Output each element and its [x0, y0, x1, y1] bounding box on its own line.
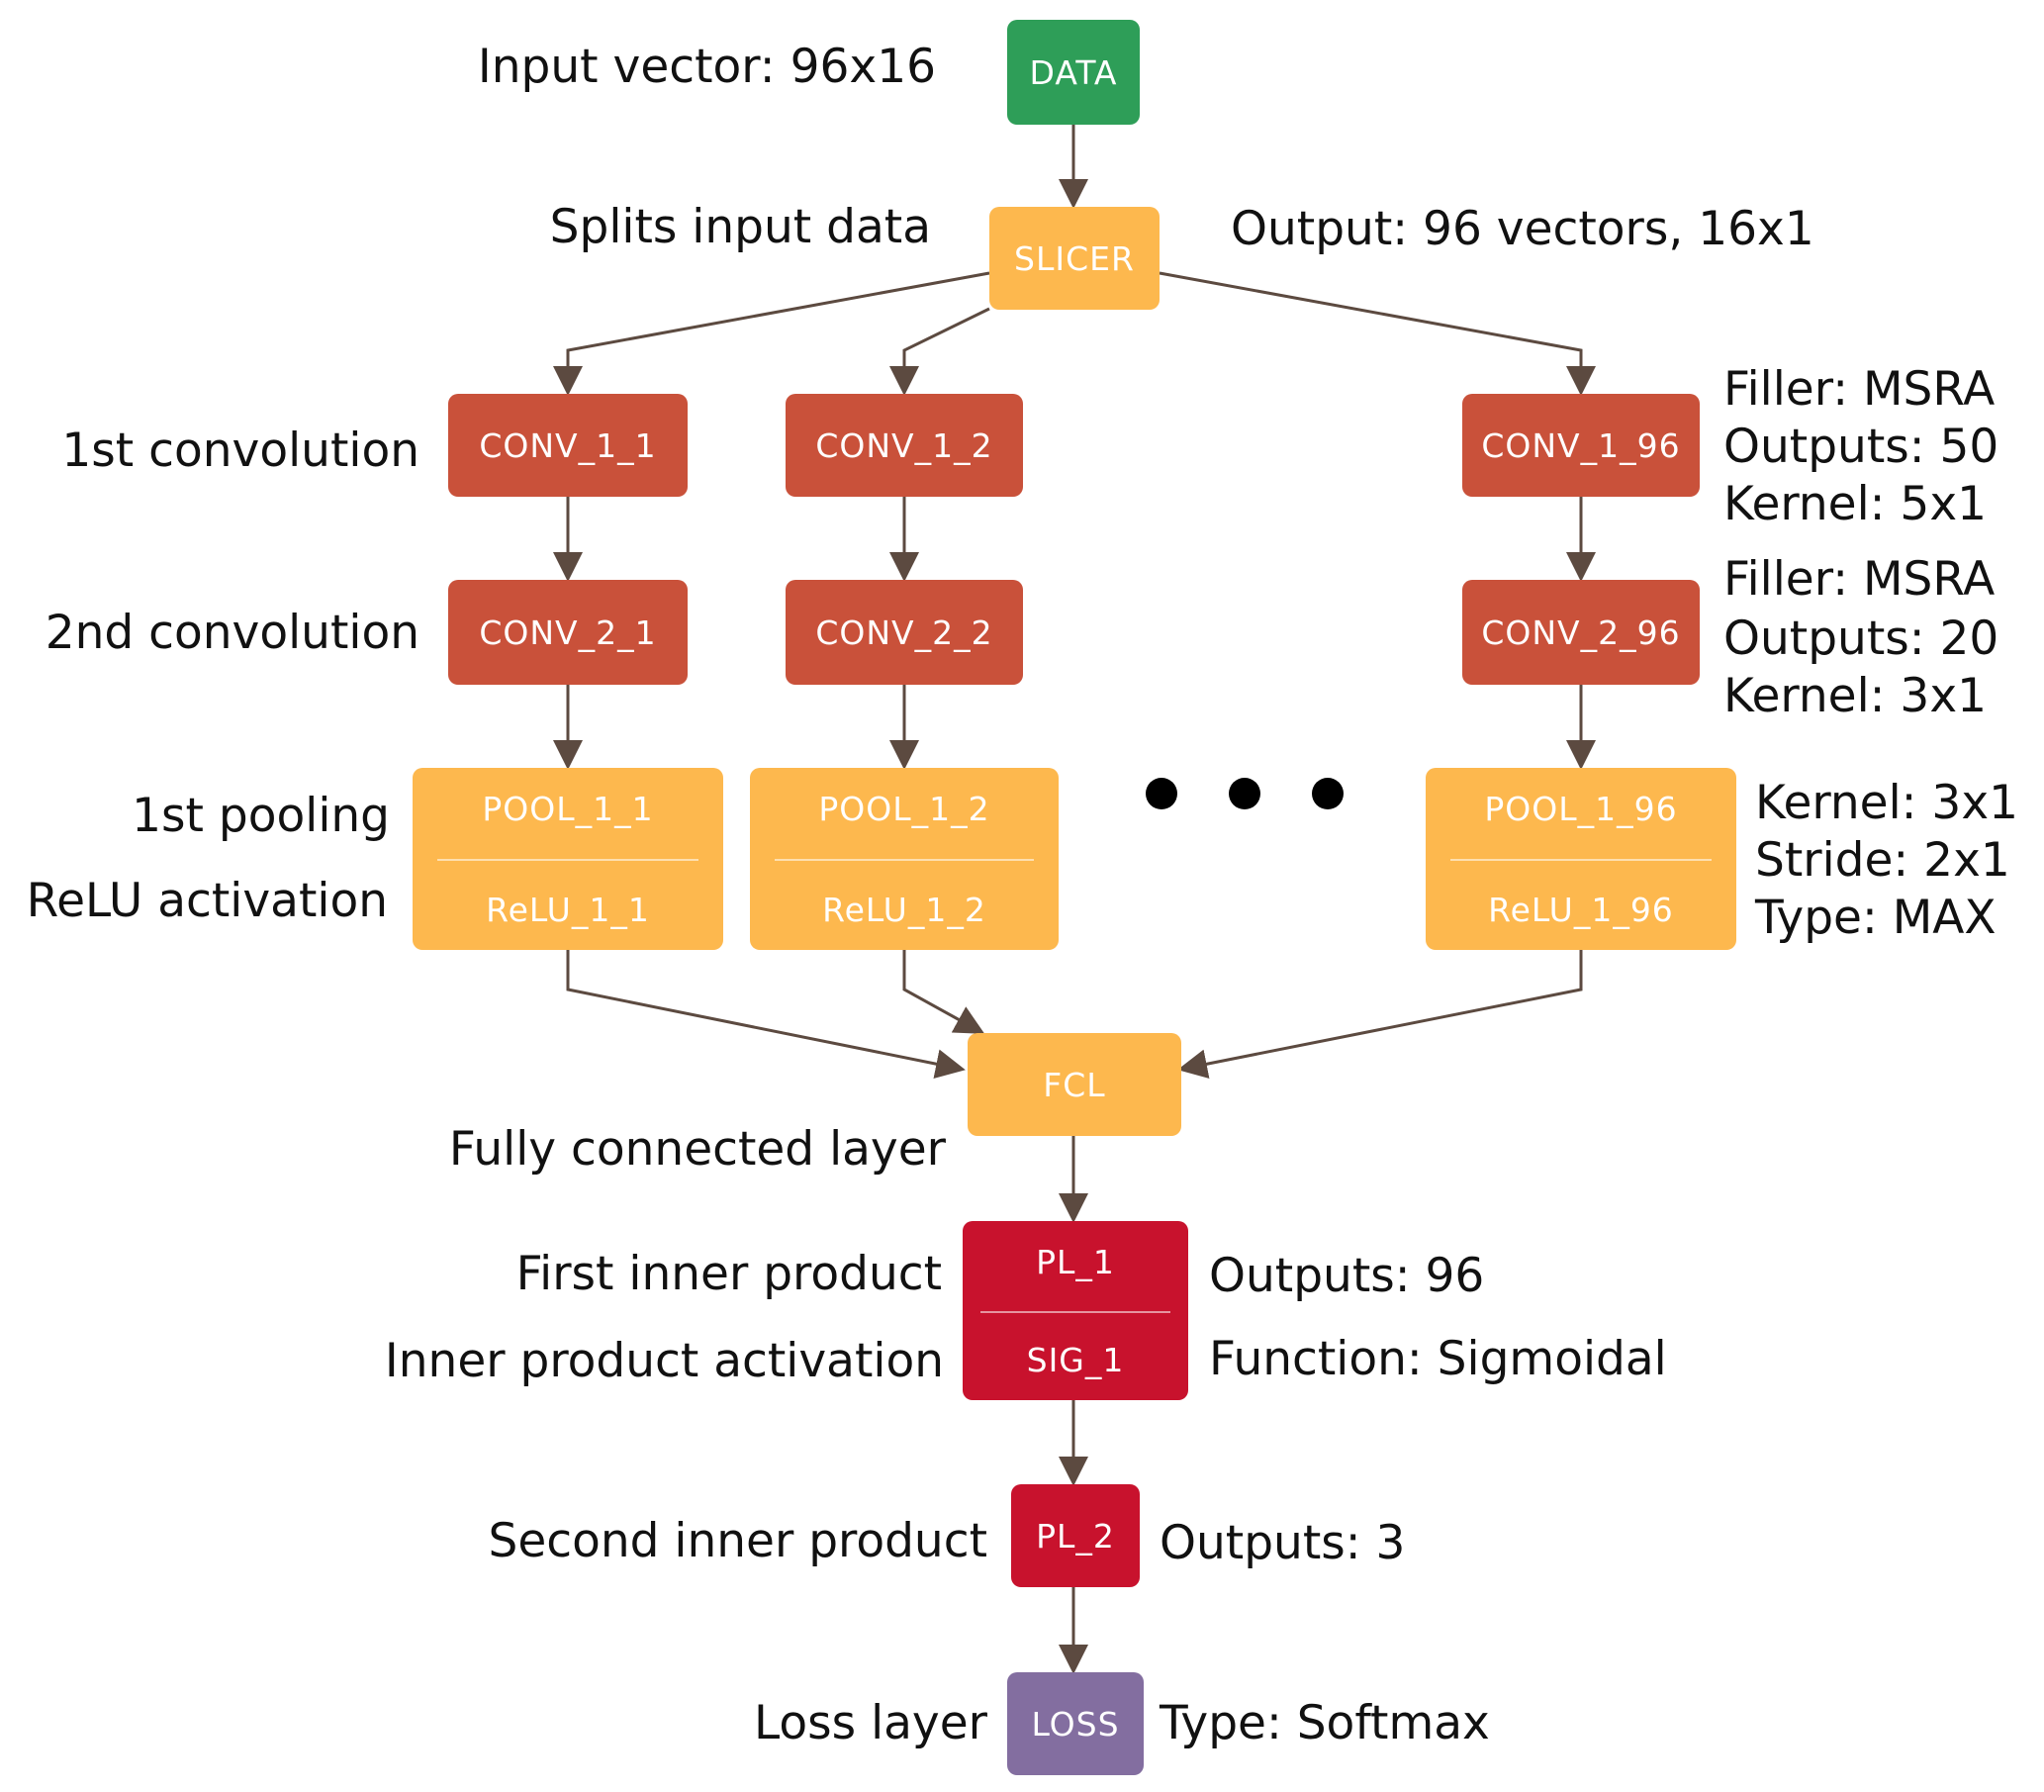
- pool-relu-1-2-node: POOL_1_2 ReLU_1_2: [750, 768, 1059, 950]
- slicer-output-label: Output: 96 vectors, 16x1: [1231, 202, 1814, 256]
- edge-pool196-fcl: [1177, 950, 1583, 1080]
- edge-slicer-conv11: [553, 271, 990, 396]
- conv2-outputs-label: Outputs: 20: [1723, 612, 1999, 666]
- pl-2-node: PL_2: [1011, 1484, 1140, 1587]
- ellipsis-dot: [1312, 778, 1344, 809]
- slicer-node: SLICER: [989, 207, 1160, 310]
- pl-sig-1-node: PL_1 SIG_1: [963, 1221, 1188, 1400]
- relu-activation-label: ReLU activation: [26, 874, 388, 928]
- relu-1-2-label: ReLU_1_2: [822, 891, 986, 929]
- conv2-kernel-label: Kernel: 3x1: [1723, 669, 1988, 723]
- ellipsis-dot: [1146, 778, 1177, 809]
- pool-1-2-label: POOL_1_2: [818, 790, 990, 828]
- data-node: DATA: [1007, 20, 1140, 125]
- edge-pool11-fcl: [566, 950, 966, 1079]
- node-divider: [1450, 859, 1712, 861]
- conv2-filler-label: Filler: MSRA: [1723, 552, 1996, 607]
- conv-2-96-node: CONV_2_96: [1462, 580, 1700, 685]
- second-convolution-label: 2nd convolution: [45, 606, 419, 660]
- conv-2-2-node: CONV_2_2: [786, 580, 1023, 685]
- node-divider: [774, 859, 1035, 861]
- first-convolution-label: 1st convolution: [61, 424, 419, 478]
- conv1-filler-label: Filler: MSRA: [1723, 362, 1996, 417]
- fully-connected-label: Fully connected layer: [448, 1122, 946, 1177]
- ellipsis-dot: [1229, 778, 1260, 809]
- second-inner-product-label: Second inner product: [488, 1514, 988, 1568]
- conv-1-1-node: CONV_1_1: [448, 394, 688, 497]
- pool-1-96-label: POOL_1_96: [1484, 790, 1678, 828]
- edge-slicer-conv196: [1159, 271, 1596, 396]
- conv-2-1-node: CONV_2_1: [448, 580, 688, 685]
- node-divider: [980, 1310, 1170, 1313]
- conv-1-96-node: CONV_1_96: [1462, 394, 1700, 497]
- pool-stride-label: Stride: 2x1: [1755, 833, 2010, 888]
- sig-1-label: SIG_1: [1026, 1341, 1125, 1379]
- loss-layer-label: Loss layer: [754, 1696, 987, 1750]
- first-inner-product-label: First inner product: [515, 1247, 942, 1301]
- input-vector-label: Input vector: 96x16: [477, 40, 936, 94]
- pl-1-outputs-label: Outputs: 96: [1209, 1249, 1485, 1303]
- loss-node: LOSS: [1007, 1672, 1144, 1775]
- pool-kernel-label: Kernel: 3x1: [1755, 776, 2019, 830]
- conv-1-2-node: CONV_1_2: [786, 394, 1023, 497]
- conv1-kernel-label: Kernel: 5x1: [1723, 477, 1988, 531]
- sig-function-label: Function: Sigmoidal: [1209, 1332, 1667, 1386]
- conv1-outputs-label: Outputs: 50: [1723, 420, 1999, 474]
- edge-slicer-conv12: [889, 307, 990, 396]
- relu-1-96-label: ReLU_1_96: [1488, 891, 1674, 929]
- pool-1-1-label: POOL_1_1: [482, 790, 654, 828]
- pl-1-label: PL_1: [1036, 1243, 1115, 1281]
- node-divider: [437, 859, 698, 861]
- inner-product-activation-label: Inner product activation: [384, 1334, 944, 1388]
- loss-type-label: Type: Softmax: [1160, 1696, 1490, 1750]
- pool-relu-1-96-node: POOL_1_96 ReLU_1_96: [1426, 768, 1736, 950]
- edge-pool12-fcl: [902, 950, 985, 1034]
- relu-1-1-label: ReLU_1_1: [486, 891, 650, 929]
- pool-type-label: Type: MAX: [1755, 891, 1997, 945]
- fcl-node: FCL: [968, 1033, 1181, 1136]
- pool-relu-1-1-node: POOL_1_1 ReLU_1_1: [413, 768, 723, 950]
- pl-2-outputs-label: Outputs: 3: [1160, 1516, 1406, 1570]
- first-pooling-label: 1st pooling: [132, 789, 390, 843]
- splits-input-label: Splits input data: [549, 200, 931, 254]
